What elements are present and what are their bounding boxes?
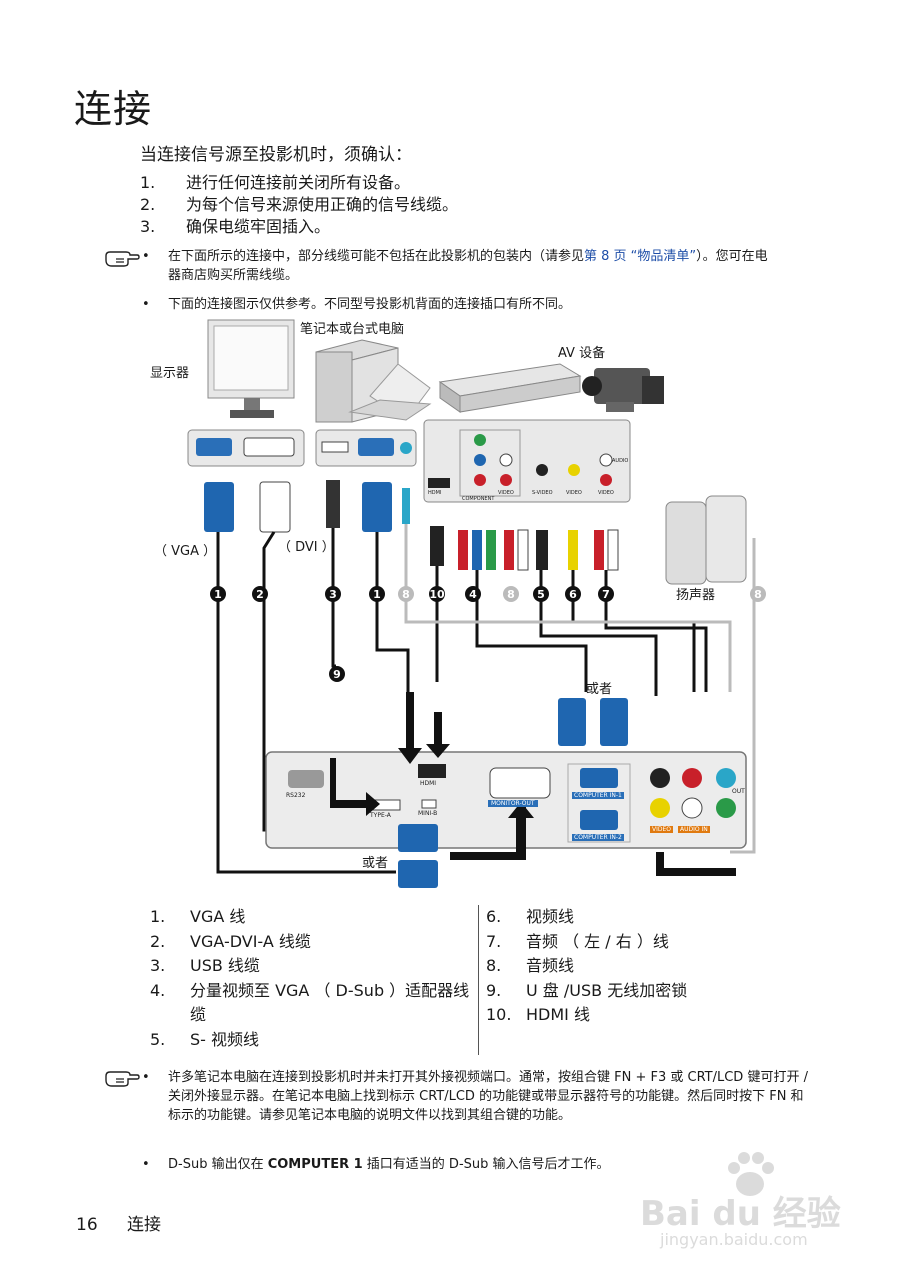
av-player-icon [438, 363, 582, 413]
port-label-audio-in: AUDIO IN [678, 826, 710, 833]
dvi-connector [259, 481, 291, 533]
svg-text:5: 5 [537, 588, 545, 601]
or-label: 或者 [586, 682, 613, 697]
intro-text: 当连接信号源至投影机时，须确认： [140, 145, 412, 165]
vga-connector [204, 482, 234, 532]
paw-icon [728, 1152, 774, 1196]
svg-text:6: 6 [569, 588, 577, 601]
note-bullet: • 下面的连接图示仅供参考。不同型号投影机背面的连接插口有所不同。 [142, 297, 572, 312]
cable-legend-right: 6.视频线 7.音频 （ 左 / 右 ）线 8.音频线 9.U 盘 /USB 无… [486, 905, 786, 1028]
audio-connector [402, 488, 410, 524]
svg-text:1: 1 [373, 588, 381, 601]
camcorder-icon [582, 368, 664, 412]
svg-text:1: 1 [214, 588, 222, 601]
port-label-hdmi: HDMI [420, 780, 437, 787]
list-item: 7.音频 （ 左 / 右 ）线 [486, 931, 669, 951]
svg-text:2: 2 [256, 588, 264, 601]
note-bullet: • 在下面所示的连接中，部分线缆可能不包括在此投影机的包装内（请参见第 8 页 … [142, 249, 768, 283]
page-link[interactable]: 第 8 页 “物品清单” [584, 249, 697, 264]
list-item: 5.S- 视频线 [150, 1029, 260, 1049]
svg-text:7: 7 [602, 588, 610, 601]
note-bullet: • 许多笔记本电脑在连接到投影机时并未打开其外接视频端口。通常，按组合键 FN … [142, 1070, 808, 1123]
diagram-drawing: 1 2 3 1 8 10 4 8 5 6 7 8 9 [187, 319, 766, 888]
svg-text:10: 10 [429, 588, 445, 601]
port-label-component: COMPONENT [462, 496, 495, 502]
page-footer: 16 连接 [76, 1210, 161, 1235]
pointing-hand-icon [105, 251, 140, 267]
watermark-url: jingyan.baidu.com [660, 1230, 808, 1249]
port-label-computer-in1: COMPUTER IN-1 [572, 792, 624, 799]
speakers-icon [665, 495, 747, 585]
legend-divider [478, 905, 479, 1055]
pointing-hand-icon [105, 1071, 140, 1087]
page-number: 16 [76, 1215, 98, 1235]
dvi-label: （ DVI ） [278, 540, 335, 555]
page-title: 连接 [74, 87, 153, 131]
list-item: 8.音频线 [486, 956, 575, 975]
svg-text:8: 8 [402, 588, 410, 601]
list-item: 6.视频线 [486, 907, 575, 926]
watermark-brand: Bai du 经验 [640, 1194, 841, 1234]
computer-label: 笔记本或台式电脑 [300, 322, 405, 337]
list-item: 10.HDMI 线 [486, 1005, 590, 1024]
port-label-audio: AUDIO [612, 458, 629, 464]
port-label-video: VIDEO [650, 826, 674, 833]
list-item: 1.进行任何连接前关闭所有设备。 [140, 173, 411, 192]
monitor-label: 显示器 [150, 366, 190, 381]
list-item: 9.U 盘 /USB 无线加密锁 [486, 980, 688, 1000]
vga-connector [362, 482, 392, 532]
computer-icon [315, 339, 432, 423]
port-label-monitor-out: MONITOR-OUT [488, 800, 538, 807]
list-item: 1.VGA 线 [150, 907, 246, 926]
port-label-out: OUT [732, 788, 745, 795]
list-item: 2.为每个信号来源使用正确的信号线缆。 [140, 195, 459, 214]
port-label-mini-b: MINI-B [418, 810, 438, 817]
port-label-rs232: RS232 [286, 792, 306, 799]
port-label-av-video: VIDEO [498, 490, 514, 496]
svg-text:8: 8 [754, 588, 762, 601]
cable-legend-left: 1.VGA 线 2.VGA-DVI-A 线缆 3.USB 线缆 4.分量视频至 … [150, 905, 470, 1052]
hdmi-connector [430, 526, 444, 566]
note-bullet: • D-Sub 输出仅在 COMPUTER 1 插口有适当的 D-Sub 输入信… [142, 1157, 610, 1172]
svg-text:8: 8 [507, 588, 515, 601]
usb-connector [326, 480, 340, 528]
port-label-computer-in2: COMPUTER IN-2 [572, 834, 624, 841]
port-label-svideo: S-VIDEO [532, 490, 553, 496]
list-item: 3.确保电缆牢固插入。 [140, 217, 331, 236]
baidu-watermark: Bai du 经验 jingyan.baidu.com [630, 1150, 870, 1260]
port-label-av-video2: VIDEO [566, 490, 582, 496]
list-item: 4.分量视频至 VGA （ D-Sub ）适配器线缆 [150, 980, 470, 1025]
port-label-av-video3: VIDEO [598, 490, 614, 496]
svg-text:4: 4 [469, 588, 477, 601]
port-label-av-hdmi: HDMI [428, 490, 442, 496]
footer-section: 连接 [127, 1215, 162, 1235]
list-item: 2.VGA-DVI-A 线缆 [150, 931, 311, 951]
or-label: 或者 [362, 856, 389, 871]
vga-label: （ VGA ） [154, 544, 217, 559]
av-device-label: AV 设备 [558, 346, 606, 361]
list-item: 3.USB 线缆 [150, 956, 260, 975]
speakers-label: 扬声器 [676, 588, 716, 603]
monitor-icon [207, 319, 295, 418]
svg-text:9: 9 [333, 668, 341, 681]
port-label-type-a: TYPE-A [370, 812, 391, 819]
svg-text:3: 3 [329, 588, 337, 601]
connection-diagram: 1 2 3 1 8 10 4 8 5 6 7 8 9 [140, 312, 770, 894]
step-list: 1.进行任何连接前关闭所有设备。 2.为每个信号来源使用正确的信号线缆。 3.确… [140, 172, 458, 238]
